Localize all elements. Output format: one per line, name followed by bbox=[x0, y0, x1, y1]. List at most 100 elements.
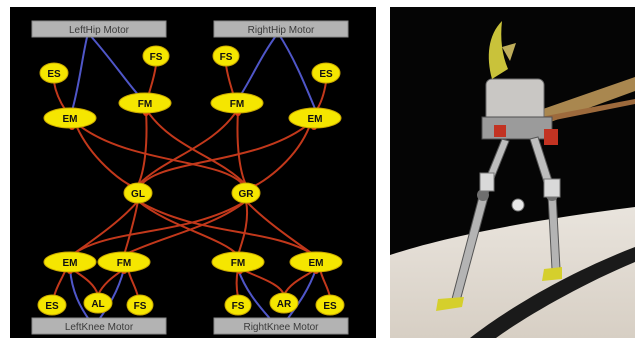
node-fs-top-right: FS bbox=[212, 45, 240, 67]
node-shape bbox=[37, 294, 67, 316]
node-shape bbox=[288, 107, 342, 129]
link-rightknee-em bbox=[285, 268, 317, 322]
robot-photo bbox=[390, 7, 635, 338]
link-leftknee-fm bbox=[97, 268, 125, 322]
sensor-disc bbox=[511, 198, 525, 212]
node-em-bottom-left: EM bbox=[43, 251, 97, 273]
node-label: ES bbox=[323, 301, 337, 312]
node-label: ES bbox=[319, 69, 333, 80]
node-label: EM bbox=[308, 114, 323, 125]
node-label: FS bbox=[134, 301, 147, 312]
left-knee-joint bbox=[477, 189, 489, 201]
node-shape bbox=[231, 182, 261, 204]
motor-label: LeftHip Motor bbox=[69, 25, 130, 36]
link-fm-gl-left bbox=[137, 110, 148, 186]
node-label: GR bbox=[239, 189, 255, 200]
node-al: AL bbox=[83, 292, 113, 314]
node-fm-bottom-left: FM bbox=[97, 251, 151, 273]
diagram-background bbox=[10, 7, 376, 338]
node-es-bottom-right: ES bbox=[315, 294, 345, 316]
node-ar: AR bbox=[269, 292, 299, 314]
node-shape bbox=[269, 292, 299, 314]
link-gr-em-cross bbox=[71, 200, 247, 256]
diagram-canvas: LeftHip Motor RightHip Motor LeftKnee Mo… bbox=[10, 7, 376, 338]
node-fm-bottom-right: FM bbox=[211, 251, 265, 273]
node-label: FS bbox=[232, 301, 245, 312]
motor-right-knee: RightKnee Motor bbox=[213, 317, 349, 335]
neural-links bbox=[53, 64, 331, 298]
node-fs-top-left: FS bbox=[142, 45, 170, 67]
motor-right-hip: RightHip Motor bbox=[213, 20, 349, 38]
node-es-bottom-left: ES bbox=[37, 294, 67, 316]
motor-label: LeftKnee Motor bbox=[65, 322, 134, 333]
node-shape bbox=[315, 294, 345, 316]
node-fm-top-left: FM bbox=[118, 92, 172, 114]
node-em-bottom-right: EM bbox=[289, 251, 343, 273]
neural-controller-diagram: LeftHip Motor RightHip Motor LeftKnee Mo… bbox=[10, 7, 376, 338]
node-shape bbox=[126, 294, 154, 316]
node-shape bbox=[212, 45, 240, 67]
node-label: AR bbox=[277, 299, 292, 310]
top-feather bbox=[488, 21, 508, 79]
motor-label: RightHip Motor bbox=[248, 25, 315, 36]
node-gr: GR bbox=[231, 182, 261, 204]
node-shape bbox=[83, 292, 113, 314]
node-shape bbox=[311, 62, 341, 84]
node-label: FM bbox=[231, 258, 245, 269]
link-em-gr-cross bbox=[75, 122, 247, 190]
node-label: ES bbox=[47, 69, 61, 80]
node-es-top-right: ES bbox=[311, 62, 341, 84]
node-label: FS bbox=[150, 52, 163, 63]
node-shape bbox=[43, 251, 97, 273]
track-stripe bbox=[470, 247, 635, 338]
node-label: GL bbox=[131, 189, 145, 200]
node-shape bbox=[97, 251, 151, 273]
link-gl-em-cross bbox=[137, 200, 315, 256]
link-lefthip-em bbox=[71, 32, 89, 112]
node-label: AL bbox=[91, 299, 104, 310]
motor-red-left bbox=[494, 125, 506, 137]
node-shape bbox=[43, 107, 97, 129]
node-label: ES bbox=[45, 301, 59, 312]
node-shape bbox=[123, 182, 153, 204]
link-fm-gr-cross bbox=[145, 108, 247, 186]
node-em-top-right: EM bbox=[288, 107, 342, 129]
node-shape bbox=[289, 251, 343, 273]
node-label: EM bbox=[63, 114, 78, 125]
left-foot bbox=[436, 297, 464, 311]
motor-box bbox=[31, 317, 167, 335]
link-fm-gl-cross bbox=[137, 108, 239, 186]
link-righthip-em bbox=[277, 32, 317, 112]
node-shape bbox=[210, 92, 264, 114]
node-gl: GL bbox=[123, 182, 153, 204]
hip-motor-links bbox=[69, 32, 317, 322]
robot-body bbox=[485, 78, 545, 124]
motor-red-right bbox=[544, 129, 558, 145]
node-shape bbox=[211, 251, 265, 273]
link-leftknee-em bbox=[69, 268, 91, 322]
link-gr-fm-cross bbox=[123, 200, 247, 256]
node-fs-bottom-left: FS bbox=[126, 294, 154, 316]
node-em-top-left: EM bbox=[43, 107, 97, 129]
node-label: FM bbox=[138, 99, 152, 110]
node-label: EM bbox=[63, 258, 78, 269]
node-label: FS bbox=[220, 52, 233, 63]
motor-left-knee: LeftKnee Motor bbox=[31, 317, 167, 335]
right-knee-motor bbox=[543, 178, 561, 198]
link-fm-gr-right bbox=[236, 110, 247, 186]
right-foot bbox=[542, 267, 562, 281]
node-shape bbox=[142, 45, 170, 67]
node-fs-bottom-right: FS bbox=[224, 294, 252, 316]
node-label: FM bbox=[117, 258, 131, 269]
left-knee-motor bbox=[479, 172, 495, 192]
motor-left-hip: LeftHip Motor bbox=[31, 20, 167, 38]
node-label: EM bbox=[309, 258, 324, 269]
link-rightknee-fm bbox=[237, 268, 273, 322]
hip-frame bbox=[481, 116, 553, 140]
node-shape bbox=[118, 92, 172, 114]
motor-box bbox=[31, 20, 167, 38]
node-shape bbox=[39, 62, 69, 84]
motor-label: RightKnee Motor bbox=[243, 322, 319, 333]
boom-wire bbox=[530, 99, 635, 125]
feather-detail bbox=[502, 43, 516, 61]
